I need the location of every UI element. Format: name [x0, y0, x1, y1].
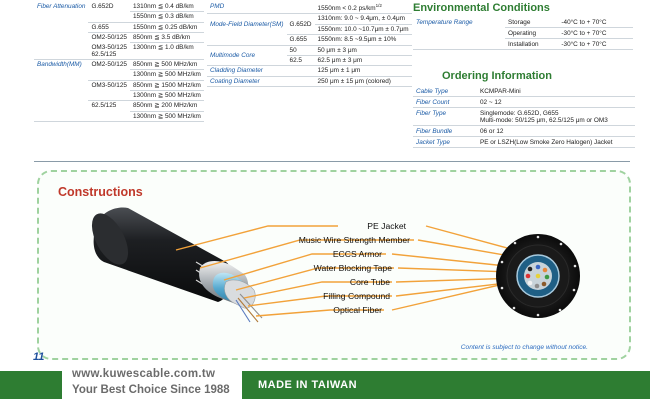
- coating-value: 250 μm ± 15 μm (colored): [314, 76, 412, 88]
- coating-label: Coating Diameter: [207, 76, 287, 88]
- footer-slogan: Your Best Choice Since 1988: [72, 384, 230, 396]
- fiber-bundle-label: Fiber Bundle: [413, 125, 477, 137]
- g655-label: G.655: [88, 22, 130, 34]
- mfd-g655-label: G.655: [286, 34, 315, 46]
- env-row-1-name: Operating: [505, 27, 559, 39]
- att-row-2: 1550nm ≦ 0.25 dB/km: [129, 22, 204, 34]
- constructions-title: Constructions: [58, 185, 143, 199]
- fiber-spec-table-middle: PMD 1550nm < 0.2 ps/km1/2 Mode-Field Diam…: [207, 2, 412, 88]
- mm-50-value: 50 μm ± 3 μm: [314, 45, 412, 56]
- label-optical-fiber: Optical Fiber: [333, 305, 382, 315]
- mm-62-label: 62.5: [286, 55, 315, 67]
- footer-white-panel: [62, 363, 242, 412]
- env-row-1-value: -30°C to + 70°C: [558, 27, 633, 39]
- att-row-1: 1550nm ≦ 0.3 dB/km: [129, 11, 204, 23]
- bw-row-5: 1300nm ≧ 500 MHz/km: [129, 111, 204, 123]
- mfd-row-0: 1310nm: 9.0 ~ 9.4μm, ± 0.4μm: [314, 13, 412, 25]
- label-music-wire: Music Wire Strength Member: [298, 235, 410, 245]
- bw-om3-label: OM3-50/125: [91, 81, 127, 89]
- om2-50-label: OM2-50/125: [91, 34, 127, 42]
- fiber-spec-table-left: Fiber Attenuation G.652D 1310nm ≦ 0.4 dB/k…: [34, 2, 204, 123]
- label-core-tube: Core Tube: [349, 277, 390, 287]
- bw-row-3: 1300nm ≧ 500 MHz/km: [129, 90, 204, 102]
- cable-type-value: KCMPAR-Mini: [477, 86, 635, 97]
- mfd-g652-label: G.652D: [286, 13, 315, 36]
- fiber-attenuation-label: Fiber Attenuation: [37, 3, 86, 10]
- mm-core-label: Multimode Core: [207, 45, 287, 67]
- label-pe-jacket: PE Jacket: [367, 221, 406, 231]
- cable-type-label: Cable Type: [413, 86, 477, 97]
- section-divider: [34, 161, 630, 162]
- environmental-title: Environmental Conditions: [413, 2, 550, 14]
- footer-url: www.kuwescable.com.tw: [72, 368, 216, 380]
- att-row-4: 1300nm ≦ 1.0 dB/km: [129, 42, 204, 61]
- pmd-value: 1550nm < 0.2 ps/km: [317, 5, 376, 13]
- fiber-bundle-value: 06 or 12: [477, 125, 635, 137]
- jacket-type-label: Jacket Type: [413, 136, 477, 148]
- fiber-type-value-1: Singlemode: G.652D, G655: [480, 109, 559, 117]
- att-row-3: 850nm ≦ 3.5 dB/km: [129, 32, 204, 44]
- mm-50-label: 50: [286, 45, 315, 56]
- mfd-label: Mode-Field Diameter(SM): [210, 20, 284, 28]
- made-in-taiwan: MADE IN TAIWAN: [258, 379, 358, 391]
- label-water-blocking-tape: Water Blocking Tape: [313, 263, 392, 273]
- change-notice: Content is subject to change without not…: [460, 344, 588, 351]
- footer: www.kuwescable.com.tw Your Best Choice S…: [0, 363, 650, 412]
- bw-row-4: 850nm ≧ 200 MHz/km: [129, 100, 204, 112]
- bw-row-1: 1300nm ≧ 500 MHz/km: [129, 69, 204, 81]
- bw-om2-label: OM2-50/125: [91, 61, 127, 69]
- mfd-row-2: 1550nm: 8.5 ~9.5μm ± 10%: [314, 34, 412, 46]
- jacket-type-value: PE or LSZH(Low Smoke Zero Halogen) Jacke…: [477, 136, 635, 148]
- fiber-type-label: Fiber Type: [413, 107, 477, 126]
- bw-row-2: 850nm ≧ 1500 MHz/km: [129, 80, 204, 92]
- fiber-type-value-2: Multi-mode: 50/125 μm, 62.5/125 μm or OM…: [480, 116, 608, 124]
- label-eccs-armor: ECCS Armor: [332, 249, 382, 259]
- g652d-label: G.652D: [91, 3, 114, 10]
- bandwidth-label: Bandwidth(MM): [37, 61, 82, 69]
- pmd-sup: 1/2: [375, 3, 382, 8]
- bw-row-0: 850nm ≧ 500 MHz/km: [129, 59, 204, 71]
- f62-label: 62.5/125: [91, 50, 117, 58]
- pmd-label: PMD: [207, 2, 287, 15]
- bw-62-label: 62.5/125: [91, 102, 117, 110]
- fiber-count-label: Fiber Count: [413, 96, 477, 108]
- cladding-value: 125 μm ± 1 μm: [314, 65, 412, 77]
- att-row-0: 1310nm ≦ 0.4 dB/km: [129, 2, 204, 13]
- env-row-2-name: Installation: [505, 38, 559, 50]
- cladding-label: Cladding Diameter: [207, 65, 287, 77]
- om3-50-label: OM3-50/125: [91, 43, 127, 51]
- label-filling-compound: Filling Compound: [323, 291, 390, 301]
- fiber-count-value: 02 ~ 12: [477, 96, 635, 108]
- env-row-0-value: -40°C to + 70°C: [558, 17, 633, 28]
- env-row-0-name: Storage: [505, 17, 559, 28]
- mm-62-value: 62.5 μm ± 3 μm: [314, 55, 412, 67]
- env-row-2-value: -30°C to + 70°C: [558, 38, 633, 50]
- page-number: 11: [33, 351, 45, 363]
- temperature-range-label: Temperature Range: [413, 17, 505, 50]
- mfd-row-1: 1550nm: 10.0 ~10.7μm ± 0.7μm: [314, 24, 412, 36]
- ordering-title: Ordering Information: [442, 70, 552, 82]
